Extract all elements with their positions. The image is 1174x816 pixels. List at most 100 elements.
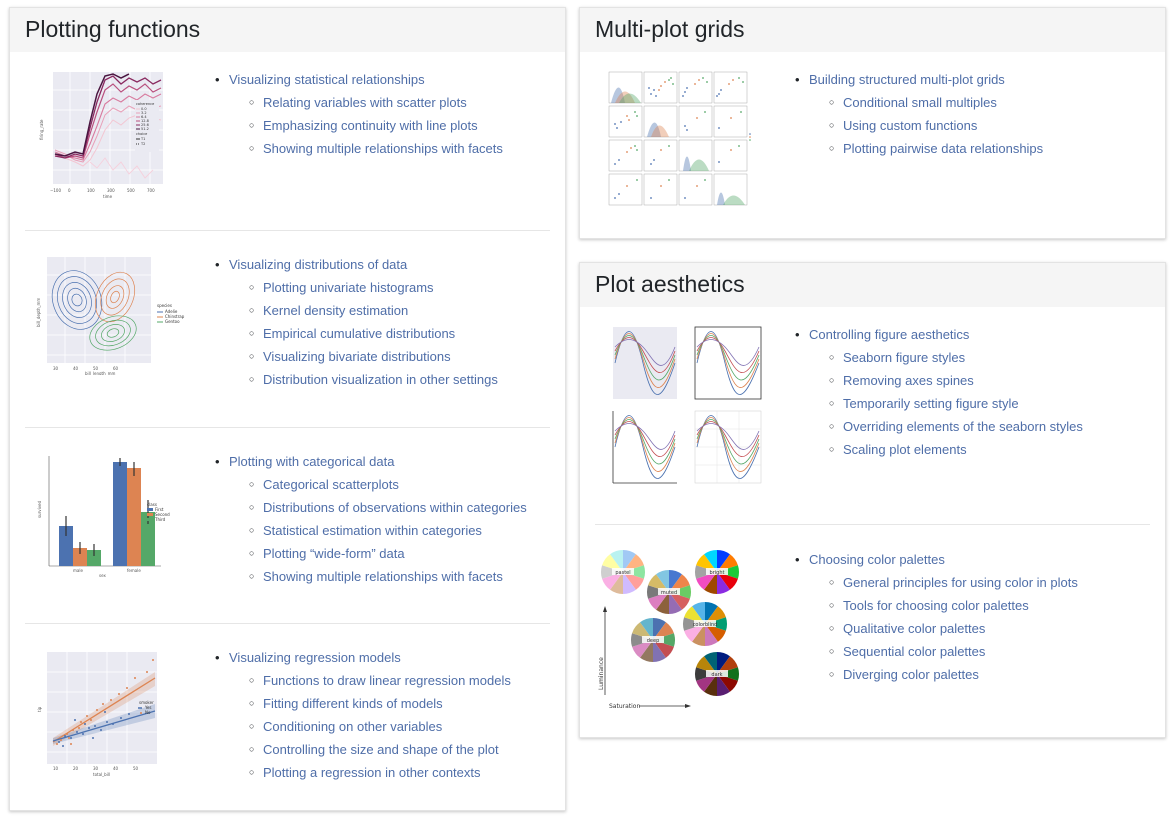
multiplot-toc: Building structured multi-plot grids Con…	[795, 68, 1043, 160]
pairgrid-thumbnail[interactable]	[599, 70, 759, 215]
link-qualitative[interactable]: Qualitative color palettes	[843, 621, 986, 636]
svg-text:25.6: 25.6	[141, 123, 149, 127]
link-regression-other[interactable]: Plotting a regression in other contexts	[263, 765, 481, 780]
link-linear-regression[interactable]: Functions to draw linear regression mode…	[263, 673, 511, 688]
section-categorical: class First Second Third male female sex…	[25, 450, 550, 624]
regression-toc: Visualizing regression models Functions …	[215, 646, 511, 784]
relational-toc: Visualizing statistical relationships Re…	[215, 68, 503, 160]
palette-slice	[610, 550, 623, 572]
toc-main-item: Visualizing statistical relationships Re…	[215, 68, 503, 160]
figure-styles-thumbnail[interactable]	[599, 325, 769, 495]
link-line-plots[interactable]: Emphasizing continuity with line plots	[263, 118, 478, 133]
link-cat-estimation[interactable]: Statistical estimation within categories	[263, 523, 482, 538]
svg-text:coherence: coherence	[136, 102, 154, 106]
palette-slice	[684, 624, 705, 642]
card-title: Plot aesthetics	[580, 263, 1165, 307]
link-distributions[interactable]: Visualizing distributions of data	[229, 257, 408, 272]
palette-slice	[602, 572, 623, 590]
link-color-palettes[interactable]: Choosing color palettes	[809, 552, 945, 567]
section-multiplot: Building structured multi-plot grids Con…	[595, 68, 1150, 228]
palette-slice	[632, 640, 653, 658]
palette-slice	[696, 572, 717, 590]
palette-slice	[684, 606, 705, 624]
link-cat-distributions[interactable]: Distributions of observations within cat…	[263, 500, 527, 515]
link-pairwise[interactable]: Plotting pairwise data relationships	[843, 141, 1044, 156]
svg-text:20: 20	[73, 766, 79, 771]
palette-label: dark	[711, 672, 722, 678]
link-scaling[interactable]: Scaling plot elements	[843, 442, 967, 457]
link-bivariate[interactable]: Visualizing bivariate distributions	[263, 349, 451, 364]
palette-slice	[692, 602, 705, 624]
link-overriding-styles[interactable]: Overriding elements of the seaborn style…	[843, 419, 1083, 434]
svg-text:smoker: smoker	[139, 700, 154, 705]
palette-slice	[717, 674, 738, 692]
link-custom-functions[interactable]: Using custom functions	[843, 118, 978, 133]
link-categorical[interactable]: Plotting with categorical data	[229, 454, 395, 469]
distributions-toc: Visualizing distributions of data Plotti…	[215, 253, 498, 391]
link-ecdf[interactable]: Empirical cumulative distributions	[263, 326, 456, 341]
svg-text:50: 50	[93, 366, 99, 371]
link-plot-size[interactable]: Controlling the size and shape of the pl…	[263, 742, 499, 757]
toc-main-item: Visualizing distributions of data Plotti…	[215, 253, 498, 391]
svg-text:12.8: 12.8	[141, 119, 149, 123]
link-sequential[interactable]: Sequential color palettes	[843, 644, 986, 659]
categorical-toc: Plotting with categorical data Categoric…	[215, 450, 527, 588]
color-palettes-thumbnail[interactable]: pastelmutedbrightdeepcolorblinddarkLumin…	[595, 550, 755, 715]
toc-main-item: Visualizing regression models Functions …	[215, 646, 511, 784]
toc-main-item: Building structured multi-plot grids Con…	[795, 68, 1043, 160]
link-color-principles[interactable]: General principles for using color in pl…	[843, 575, 1078, 590]
svg-text:Yes: Yes	[144, 705, 151, 710]
svg-text:−100: −100	[50, 188, 61, 193]
link-kde[interactable]: Kernel density estimation	[263, 303, 409, 318]
link-cat-scatter[interactable]: Categorical scatterplots	[263, 477, 399, 492]
svg-text:500: 500	[127, 188, 135, 193]
card-title: Multi-plot grids	[580, 8, 1165, 52]
lineplot-thumbnail[interactable]: coherence 0.03.26.4 12.825.651.2 choiceT…	[35, 70, 175, 200]
link-figure-aesthetics[interactable]: Controlling figure aesthetics	[809, 327, 970, 342]
link-wide-form[interactable]: Plotting “wide-form” data	[263, 546, 405, 561]
link-scatter-plots[interactable]: Relating variables with scatter plots	[263, 95, 467, 110]
toc-main-item: Choosing color palettes General principl…	[795, 548, 1078, 686]
svg-text:10: 10	[53, 766, 59, 771]
link-temporary-style[interactable]: Temporarily setting figure style	[843, 396, 1019, 411]
link-small-multiples[interactable]: Conditional small multiples	[843, 95, 997, 110]
palette-slice	[704, 550, 717, 572]
palette-slice	[648, 592, 669, 610]
palette-label: pastel	[615, 570, 630, 576]
palette-slice	[704, 652, 717, 674]
palette-slice	[717, 572, 730, 594]
link-diverging[interactable]: Diverging color palettes	[843, 667, 979, 682]
palette-slice	[717, 652, 730, 674]
palette-label: muted	[661, 590, 677, 596]
svg-text:sex: sex	[99, 573, 106, 577]
link-histograms[interactable]: Plotting univariate histograms	[263, 280, 434, 295]
svg-text:choice: choice	[136, 132, 147, 136]
palette-slice	[717, 656, 738, 674]
link-axes-spines[interactable]: Removing axes spines	[843, 373, 974, 388]
link-fitting-models[interactable]: Fitting different kinds of models	[263, 696, 443, 711]
palette-label: deep	[647, 638, 660, 644]
palette-slice	[696, 656, 717, 674]
link-statistical-relationships[interactable]: Visualizing statistical relationships	[229, 72, 425, 87]
palette-slice	[623, 572, 636, 594]
palette-slice	[717, 554, 738, 572]
svg-text:bill_depth_mm: bill_depth_mm	[36, 298, 41, 327]
svg-text:100: 100	[87, 188, 95, 193]
link-distribution-other[interactable]: Distribution visualization in other sett…	[263, 372, 498, 387]
palette-slice	[696, 674, 717, 692]
svg-text:0: 0	[68, 188, 71, 193]
barplot-thumbnail[interactable]: class First Second Third male female sex…	[35, 452, 175, 577]
link-multiplot-grids[interactable]: Building structured multi-plot grids	[809, 72, 1005, 87]
link-palette-tools[interactable]: Tools for choosing color palettes	[843, 598, 1029, 613]
card-title: Plotting functions	[10, 8, 565, 52]
multiplot-grids-card: Multi-plot grids	[579, 7, 1166, 239]
link-cat-facets[interactable]: Showing multiple relationships with face…	[263, 569, 503, 584]
link-conditioning[interactable]: Conditioning on other variables	[263, 719, 443, 734]
link-regression[interactable]: Visualizing regression models	[229, 650, 401, 665]
link-figure-styles[interactable]: Seaborn figure styles	[843, 350, 966, 365]
link-facets[interactable]: Showing multiple relationships with face…	[263, 141, 503, 156]
palette-slice	[705, 624, 718, 646]
